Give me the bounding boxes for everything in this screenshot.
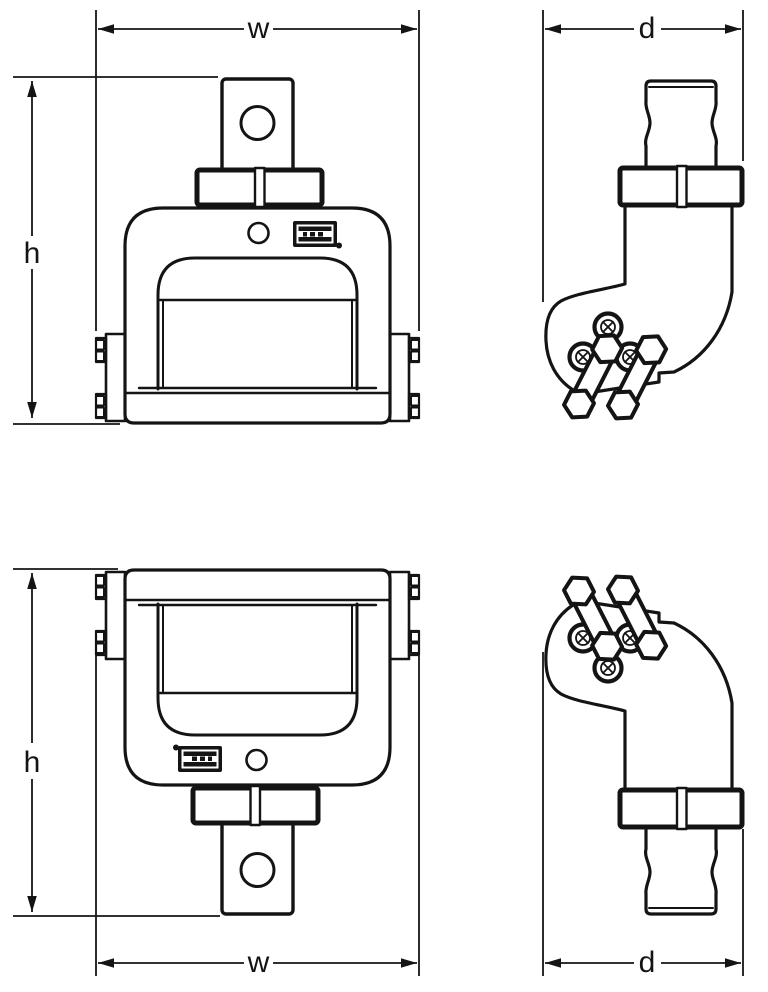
arrowhead-right-icon <box>725 24 741 34</box>
front-view-bottom <box>96 570 419 914</box>
side-view-top <box>546 81 742 424</box>
arrowhead-left-icon <box>98 24 114 34</box>
arrowhead-right-icon <box>401 24 417 34</box>
dimension-d-bottom: d <box>542 652 744 979</box>
arrowhead-right-icon <box>725 958 741 968</box>
arrowhead-down-icon <box>27 402 37 418</box>
arrowhead-down-icon <box>27 896 37 912</box>
arrowhead-left-icon <box>98 958 114 968</box>
arrowhead-right-icon <box>401 958 417 968</box>
front-view-top <box>96 79 419 423</box>
dimension-h-top: h <box>13 76 218 425</box>
dimension-w-top: w <box>95 10 420 331</box>
dim-label-h-bottom: h <box>24 746 41 779</box>
dim-label-d-bottom: d <box>639 946 656 979</box>
dimension-d-top: d <box>542 10 744 302</box>
arrowhead-up-icon <box>27 81 37 97</box>
dimension-annotations: w h d h <box>13 10 744 979</box>
dim-label-h-top: h <box>24 237 41 270</box>
arrowhead-left-icon <box>545 958 561 968</box>
dimension-w-bottom: w <box>95 656 420 979</box>
side-view-bottom <box>546 571 742 914</box>
dim-label-w-bottom: w <box>247 946 270 979</box>
arrowhead-up-icon <box>27 573 37 589</box>
dim-label-w-top: w <box>247 12 270 45</box>
arrowhead-left-icon <box>545 24 561 34</box>
dim-label-d-top: d <box>639 12 656 45</box>
dimension-h-bottom: h <box>13 568 220 917</box>
